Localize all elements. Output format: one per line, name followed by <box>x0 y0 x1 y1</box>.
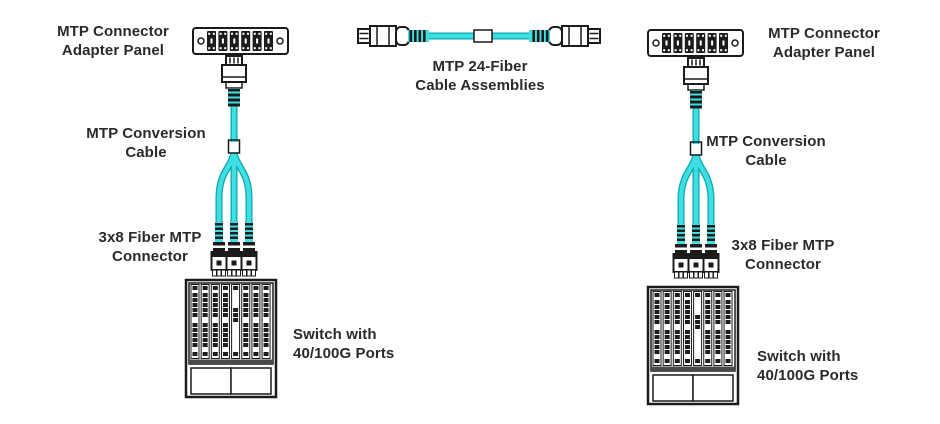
right-conversion-cable-label: MTP Conversion Cable <box>706 133 826 169</box>
left-switch-graphic <box>186 280 276 397</box>
right-3x8-connector-label: 3x8 Fiber MTP Connector <box>731 237 835 273</box>
left-switch-label: Switch with 40/100G Ports <box>293 326 395 362</box>
left-mtp-plug-graphic <box>221 55 247 108</box>
cable-assembly-label: MTP 24-Fiber Cable Assemblies <box>415 58 545 94</box>
left-3x8-connector-label: 3x8 Fiber MTP Connector <box>98 229 202 265</box>
cable-sleeve <box>473 29 493 43</box>
left-conversion-cable-label: MTP Conversion Cable <box>86 125 206 161</box>
left-adapter-panel-graphic <box>193 28 288 54</box>
right-mtp-plug-graphic <box>683 57 709 110</box>
right-adapter-panel-graphic <box>648 30 743 56</box>
cable-assembly-right-plug <box>528 25 601 47</box>
right-switch-label: Switch with 40/100G Ports <box>757 348 859 384</box>
right-adapter-panel-label: MTP Connector Adapter Panel <box>768 25 880 61</box>
left-adapter-panel-label: MTP Connector Adapter Panel <box>57 23 169 59</box>
right-switch-graphic <box>648 287 738 404</box>
cable-assembly-left-plug <box>357 25 430 47</box>
cable-assembly-graphic <box>357 25 601 47</box>
